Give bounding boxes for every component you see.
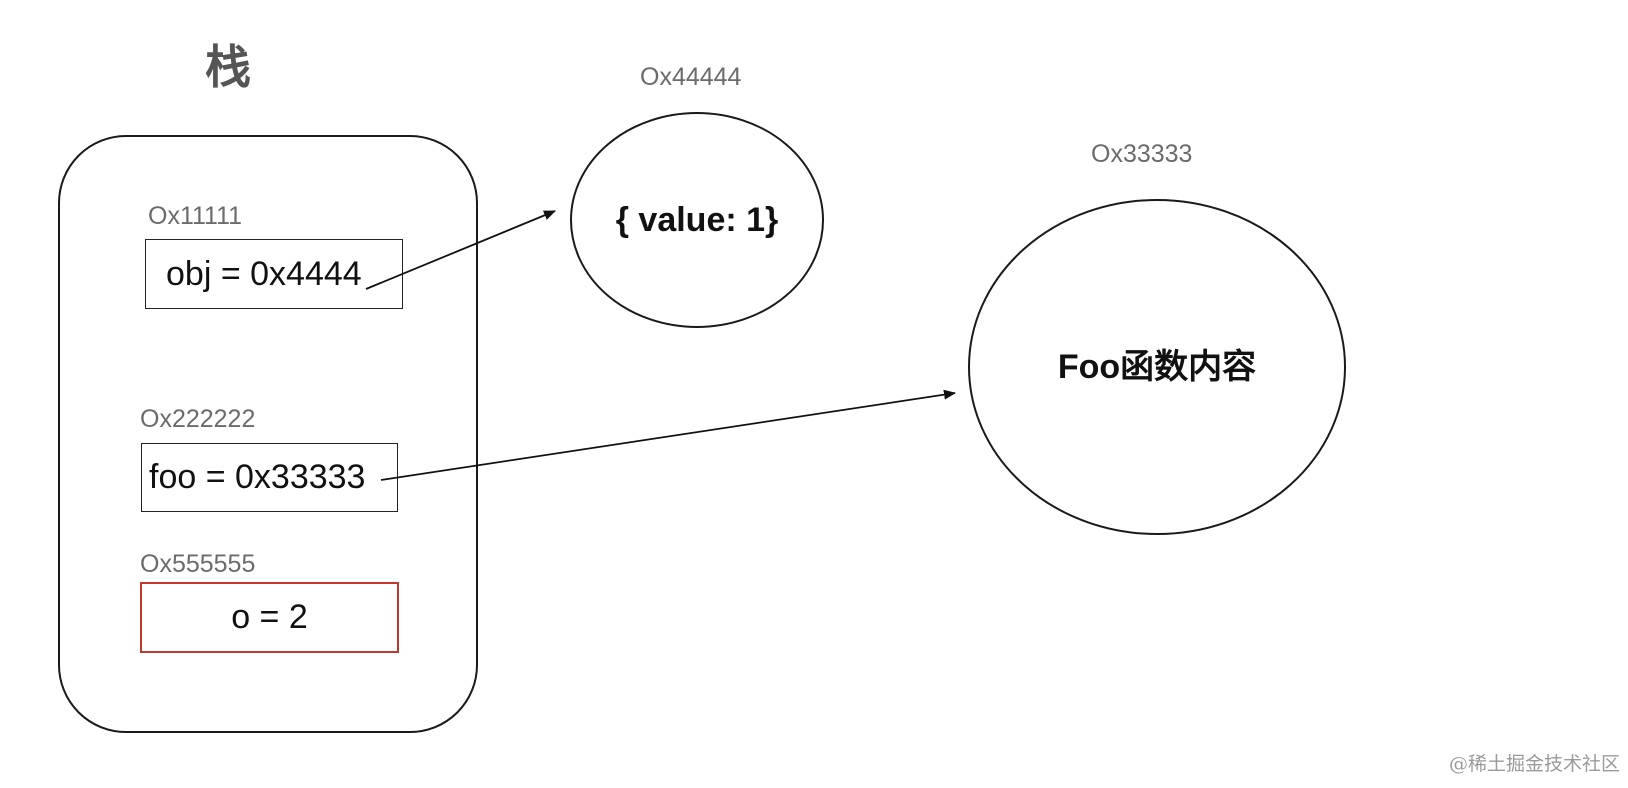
heap-function-address: Ox33333	[1091, 140, 1193, 168]
stack-cell-obj-content: obj = 0x4444	[166, 254, 362, 293]
heap-object-address: Ox44444	[640, 63, 742, 91]
stack-cell-o: o = 2	[140, 582, 399, 653]
stack-cell-foo-address: Ox222222	[140, 405, 256, 433]
stack-cell-foo: foo = 0x33333	[141, 443, 398, 512]
stack-cell-obj: obj = 0x4444	[145, 239, 403, 309]
stack-cell-o-content: o = 2	[231, 598, 308, 636]
heap-object-content: { value: 1}	[615, 201, 779, 239]
stack-title: 栈	[205, 40, 251, 94]
stack-cell-foo-content: foo = 0x33333	[149, 458, 366, 496]
heap-function-content: Foo函数内容	[1057, 348, 1257, 386]
stack-cell-obj-address: Ox11111	[148, 202, 243, 230]
stack-cell-o-address: Ox555555	[140, 550, 256, 578]
watermark: @稀土掘金技术社区	[1448, 753, 1620, 775]
